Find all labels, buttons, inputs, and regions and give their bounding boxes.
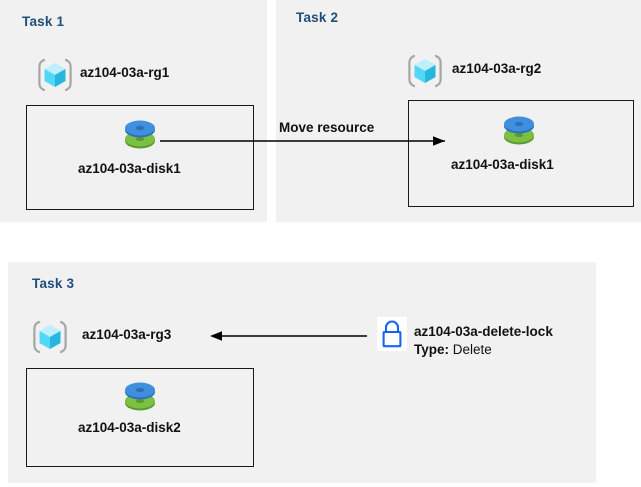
lock-name-label: az104-03a-delete-lock xyxy=(414,324,553,339)
resource-group-icon xyxy=(36,56,74,94)
move-resource-arrow xyxy=(160,136,445,146)
resource-group-label-rg3: az104-03a-rg3 xyxy=(82,327,172,342)
panel-task-3 xyxy=(8,262,596,483)
delete-lock-arrow xyxy=(210,331,367,341)
managed-disk-icon xyxy=(118,376,162,418)
resource-container-task-1 xyxy=(26,105,254,210)
lock-type-value: Delete xyxy=(452,342,492,357)
resource-group-icon xyxy=(406,52,444,90)
resource-container-task-2 xyxy=(408,100,634,207)
panel-task-2 xyxy=(276,0,641,222)
task-3-heading: Task 3 xyxy=(32,276,75,291)
lock-icon xyxy=(377,317,407,351)
resource-container-task-3 xyxy=(26,368,254,467)
resource-group-icon xyxy=(31,318,69,356)
task-1-heading: Task 1 xyxy=(22,14,65,29)
lock-type-key: Type: xyxy=(414,342,450,357)
resource-group-label-rg2: az104-03a-rg2 xyxy=(452,61,542,76)
move-resource-label: Move resource xyxy=(279,120,375,135)
managed-disk-icon xyxy=(118,114,162,156)
resource-group-label-rg1: az104-03a-rg1 xyxy=(80,65,170,80)
managed-disk-icon xyxy=(497,110,541,152)
task-2-heading: Task 2 xyxy=(296,10,339,25)
resource-label-disk2-task3: az104-03a-disk2 xyxy=(78,420,181,435)
lock-type-row: Type: Delete xyxy=(414,342,492,357)
resource-label-disk1-task1: az104-03a-disk1 xyxy=(78,161,181,176)
panel-task-1 xyxy=(0,0,267,222)
resource-label-disk1-task2: az104-03a-disk1 xyxy=(451,157,554,172)
